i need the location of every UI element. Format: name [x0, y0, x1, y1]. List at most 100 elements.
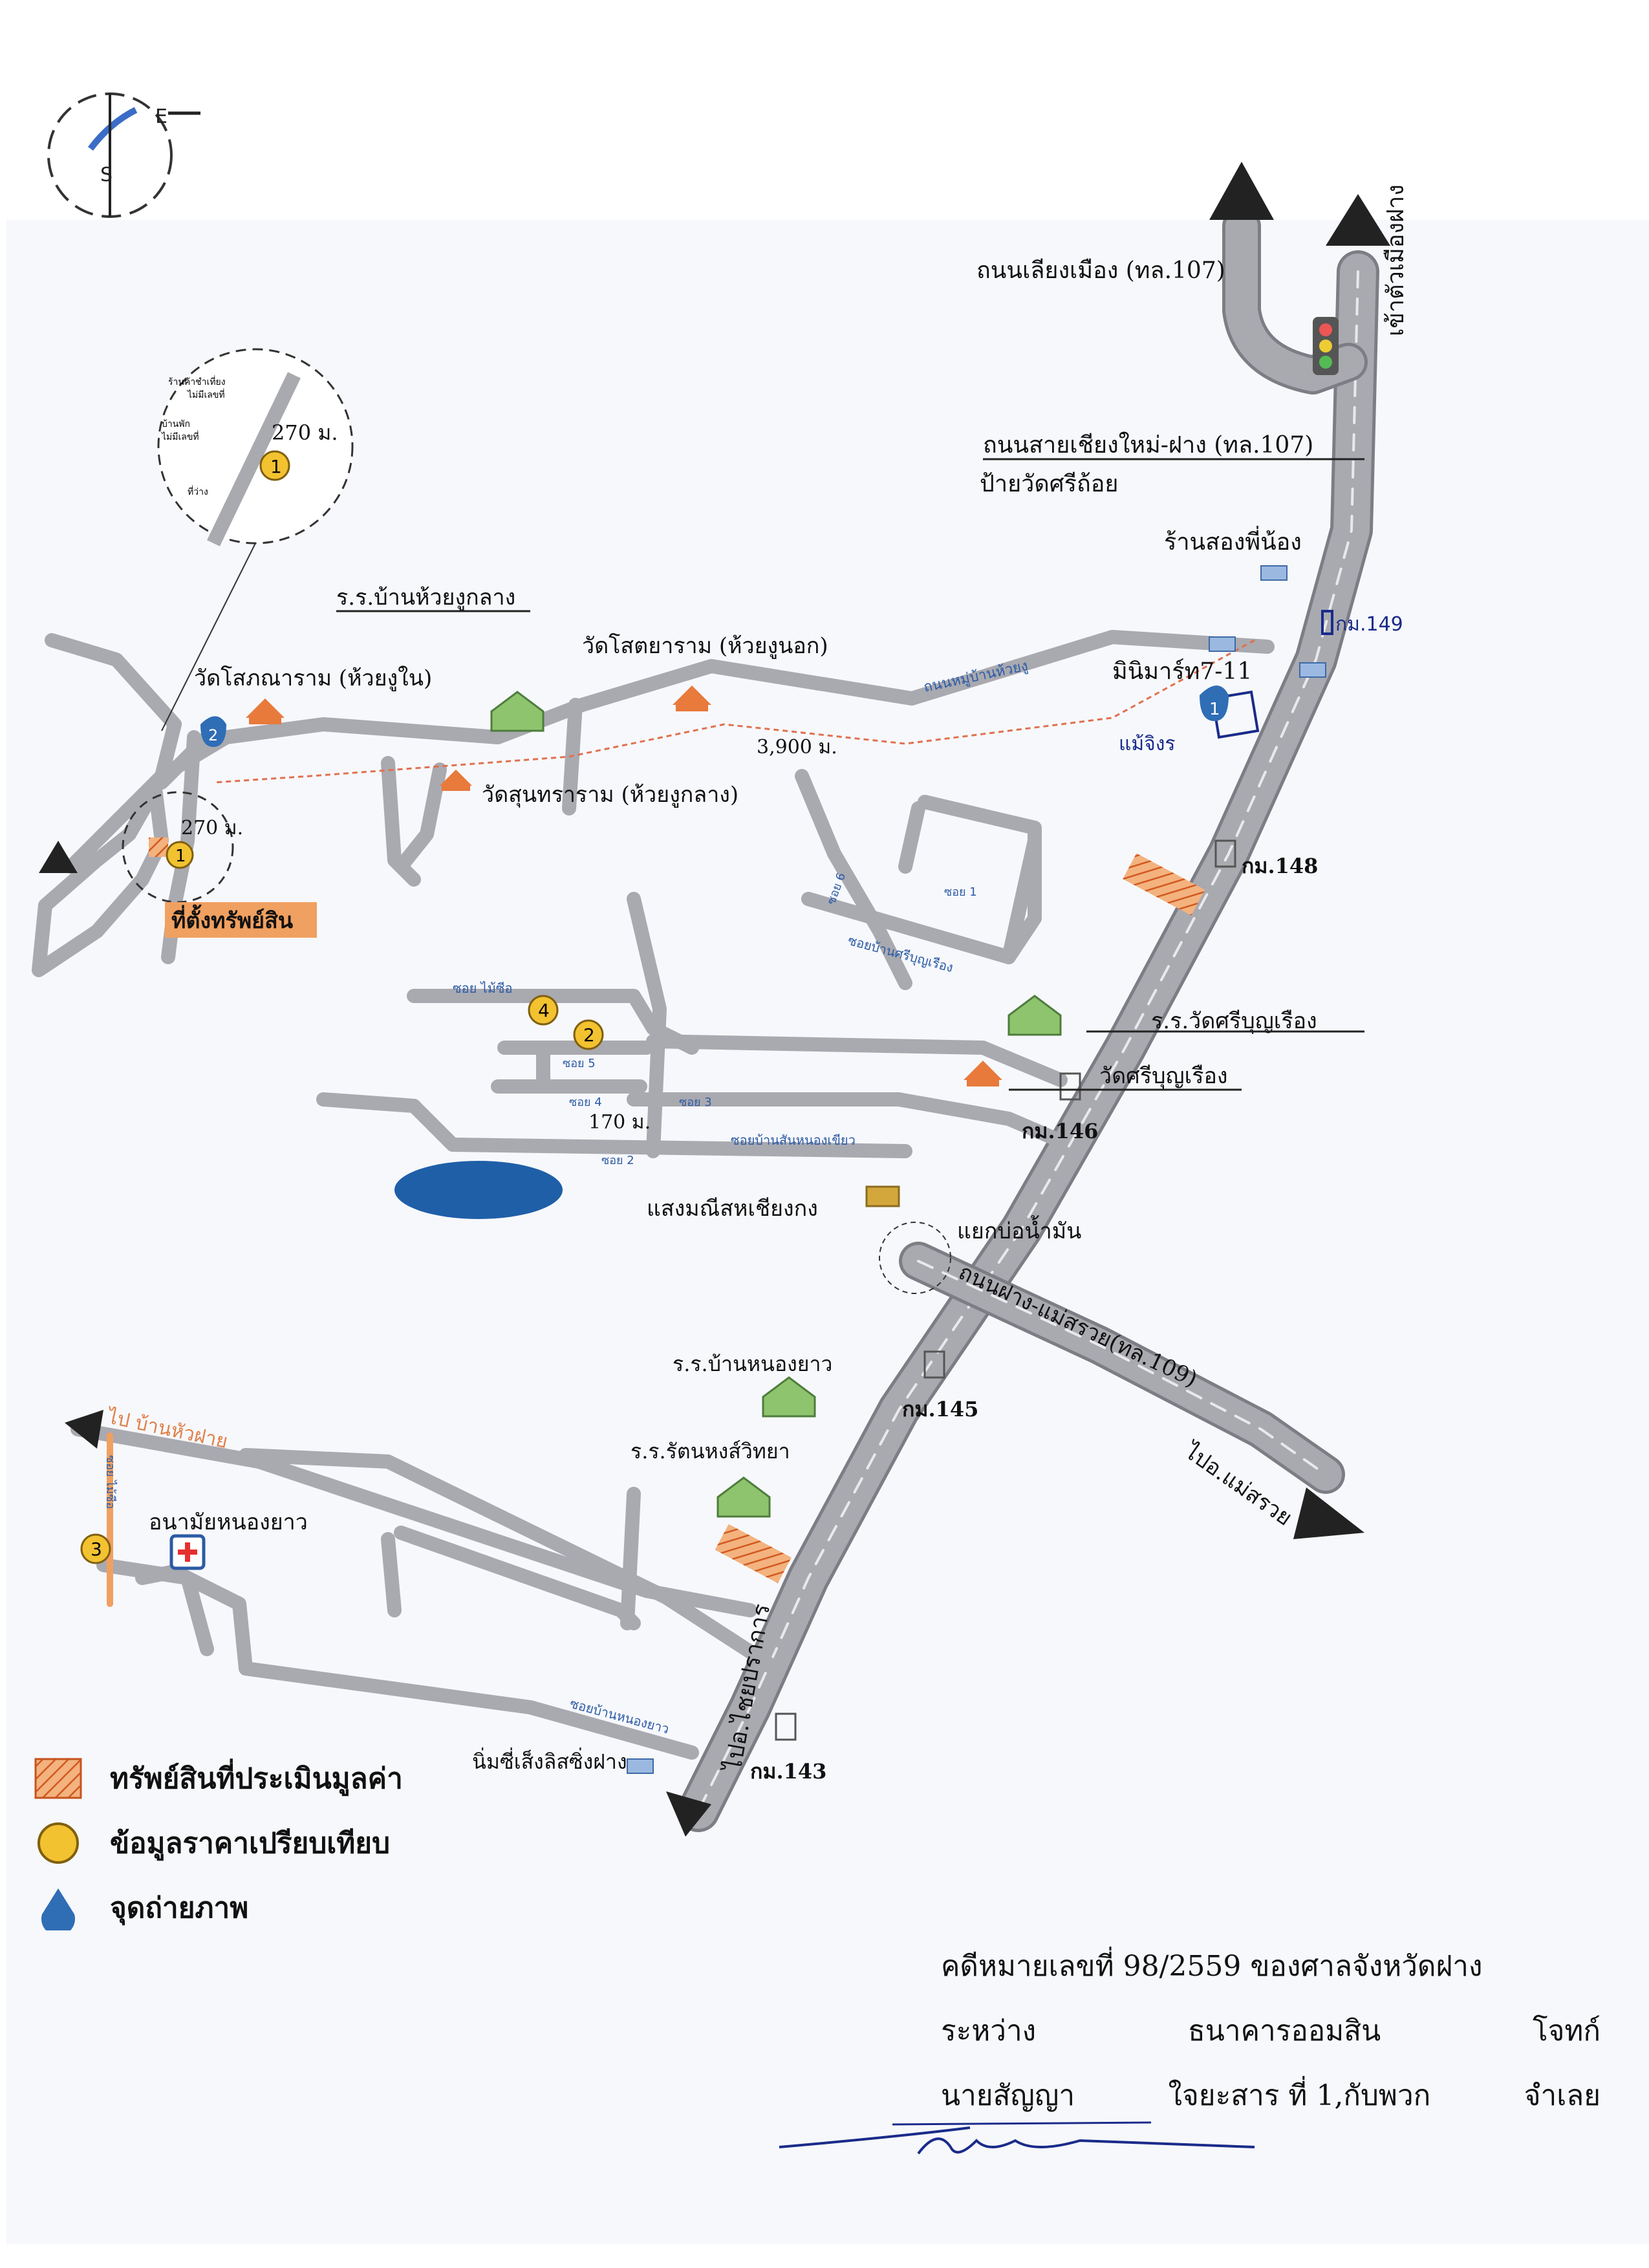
label-soi-maisuea: ซอย ไม้ซีอ: [453, 980, 513, 996]
label-school-rattana: ร.ร.รัตนหงส์วิทยา: [630, 1439, 790, 1463]
label-soi-nongkhiao: ซอยบ้านสันหนองเขียว: [731, 1132, 856, 1148]
case-info: คดีหมายเลขที่ 98/2559 ของศาลจังหวัดฝาง ร…: [941, 1934, 1600, 2128]
inset-label-5: ที่ว่าง: [188, 486, 208, 497]
legend-item-photo: จุดถ่ายภาพ: [32, 1875, 485, 1940]
school-icon-rattana: [717, 1476, 771, 1518]
label-soi-3: ซอย 3: [679, 1096, 712, 1109]
arrow-up-icon: [1209, 162, 1274, 220]
label-junction: แยกบ่อน้ำมัน: [957, 1215, 1081, 1244]
svg-text:1: 1: [175, 847, 186, 866]
blue-drop-icon: [32, 1885, 84, 1936]
comparison-marker-1-inset: 1: [259, 450, 290, 481]
traffic-light-icon: [1313, 317, 1339, 375]
compass-south-label: S: [100, 164, 113, 186]
label-km148: กม.148: [1242, 854, 1318, 878]
label-property: ที่ตั้งทรัพย์สิน: [171, 904, 293, 934]
temple-icon-sotaya: [673, 686, 711, 711]
arrow-up-icon-2: [1326, 194, 1390, 246]
photo-point-markers: 1 2: [200, 686, 1229, 747]
comparison-marker-1: 1: [166, 841, 194, 869]
label-distance-170: 170 ม.: [588, 1111, 651, 1134]
label-school-huaiyu: ร.ร.บ้านห้วยงูกลาง: [336, 585, 515, 610]
school-icon-huaiyu: [490, 691, 544, 732]
temple-icon-sopana: [246, 698, 285, 724]
label-km149: กม.149: [1335, 613, 1403, 636]
case-number: คดีหมายเลขที่ 98/2559 ของศาลจังหวัดฝาง: [941, 1950, 1483, 1983]
health-center-icon: [169, 1534, 206, 1570]
school-icons: [490, 691, 1062, 1518]
photo-point-1: 1: [1200, 686, 1229, 721]
yellow-circle-icon: [32, 1820, 84, 1866]
inset-label-2: ไม่มีเลขที่: [187, 389, 225, 400]
label-school-nongyao: ร.ร.บ้านหนองยาว: [673, 1352, 832, 1376]
highway-109: [899, 1242, 1345, 1494]
label-wat-sotaya: วัดโสตยาราม (ห้วยงูนอก): [582, 633, 828, 659]
temple-icon-sunthara: [440, 770, 472, 791]
label-nimsee: นิ่มซี่เส็งลิสซิ่งฝาง: [472, 1747, 627, 1774]
signature: [779, 2126, 1255, 2155]
label-school-sriboon: ร.ร.วัดศรีบุญเรือง: [1151, 1008, 1317, 1034]
label-road-107a: ถนนเลียงเมือง (ทล.107): [976, 257, 1225, 284]
comparison-marker-4: 4: [528, 995, 559, 1026]
case-defendant: ใจยะสาร ที่ 1,กับพวก: [1168, 2079, 1431, 2112]
temple-icon-sriboon: [964, 1061, 1002, 1086]
lake: [394, 1161, 563, 1219]
direction-arrows: [39, 162, 1390, 1837]
building-icon-saengmanee: [865, 1185, 900, 1207]
legend-label-comparison: ข้อมูลราคาเปรียบเทียบ: [110, 1827, 391, 1860]
case-plaintiff-role: โจทก์: [1532, 2014, 1600, 2047]
label-wat-sunthara: วัดสุนทราราม (ห้วยงูกลาง): [482, 782, 738, 808]
label-soi-4: ซอย 4: [569, 1096, 602, 1109]
compass-east-label: E: [155, 105, 167, 128]
legend-label-photo: จุดถ่ายภาพ: [110, 1892, 249, 1925]
road-ban-huafai: [70, 1422, 757, 1617]
legend-item-property: ทรัพย์สินที่ประเมินมูลค่า: [32, 1746, 485, 1811]
case-defendant-role: จำเลย: [1524, 2079, 1600, 2112]
km-marker-icons: [775, 839, 1236, 1741]
label-soi-5: ซอย 5: [563, 1057, 596, 1070]
highway-107: [677, 250, 1379, 1832]
label-soi-2: ซอย 2: [601, 1154, 634, 1167]
comparison-marker-2: 2: [573, 1019, 604, 1050]
legend-item-comparison: ข้อมูลราคาเปรียบเทียบ: [32, 1811, 485, 1875]
compass-rose: E S: [47, 92, 200, 218]
label-distance-3900: 3,900 ม.: [757, 736, 837, 759]
road-network: [32, 207, 1379, 1832]
legend-label-property: ทรัพย์สินที่ประเมินมูลค่า: [110, 1762, 403, 1795]
label-shop-song: ร้านสองพี่น้อง: [1164, 526, 1302, 556]
case-plaintiff: ธนาคารออมสิน: [1187, 2014, 1381, 2047]
label-road-107b: ถนนสายเชียงใหม่-ฝาง (ทล.107): [983, 431, 1313, 459]
road-107-branch: [1222, 207, 1368, 394]
inset-label-1: ร้านค้าชำเที่ยง: [168, 376, 226, 387]
map-legend: ทรัพย์สินที่ประเมินมูลค่า ข้อมูลราคาเปรี…: [32, 1746, 485, 1940]
arrow-down-icon: [666, 1791, 711, 1837]
school-icon-sriboon: [1008, 995, 1062, 1036]
label-km146: กม.146: [1022, 1119, 1098, 1143]
comparison-marker-3: 3: [80, 1533, 111, 1564]
temple-icons: [246, 686, 1002, 1086]
label-to-fang: เข้าตัวเมืองฝาง: [1383, 184, 1409, 336]
case-defendant-first: นายสัญญา: [941, 2079, 1075, 2112]
svg-text:2: 2: [583, 1024, 595, 1046]
comparison-markers: 1 1 2 3 4: [80, 450, 604, 1564]
label-sign-wat: ป้ายวัดศรีถ้อย: [980, 471, 1118, 497]
label-km143: กม.143: [750, 1759, 826, 1784]
junction-circle: [879, 1222, 951, 1294]
inset-circle-top: ร้านค้าชำเที่ยง ไม่มีเลขที่ บ้านพัก ไม่ม…: [157, 348, 354, 731]
label-minimart: มินิมาร์ท7-11: [1112, 658, 1252, 685]
label-health: อนามัยหนองยาว: [149, 1509, 308, 1535]
case-between: ระหว่าง: [941, 2014, 1037, 2047]
arrow-left-icon: [39, 841, 78, 873]
svg-text:2: 2: [208, 726, 218, 744]
label-saengmanee: แสงมณีสหเชียงกง: [647, 1196, 818, 1222]
label-wat-sopana: วัดโสภณาราม (ห้วยงูใน): [194, 665, 432, 691]
label-soi-1: ซอย 1: [944, 885, 977, 899]
hatched-square-icon: [32, 1756, 84, 1801]
svg-text:1: 1: [270, 456, 282, 477]
distance-270-bottom: 270 ม.: [181, 817, 243, 839]
inset-label-4: ไม่มีเลขที่: [161, 431, 199, 442]
svg-text:3: 3: [91, 1539, 102, 1560]
arrow-right-icon: [1293, 1487, 1364, 1539]
label-km145: กม.145: [902, 1397, 978, 1421]
